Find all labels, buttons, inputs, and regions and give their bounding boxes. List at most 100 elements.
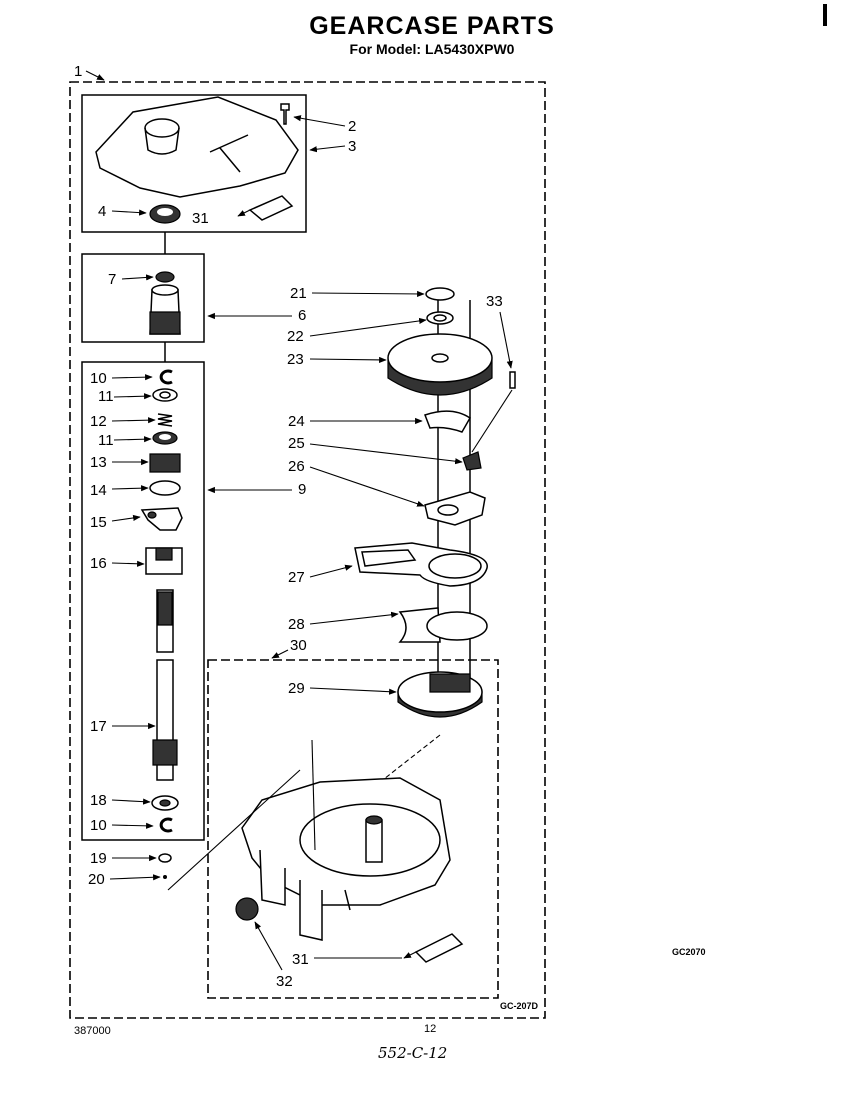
part-29-hub <box>429 673 471 693</box>
part-27-ring <box>428 553 482 579</box>
leader-15 <box>111 514 141 522</box>
housing-post <box>365 819 383 863</box>
callout-27: 27 <box>288 569 305 586</box>
figure-code-right: GC2070 <box>672 947 706 957</box>
leader-27 <box>309 564 353 578</box>
callout-10-top: 10 <box>90 370 107 387</box>
part-7 <box>155 271 175 283</box>
callout-2: 2 <box>348 118 356 135</box>
part-14-ring <box>149 480 181 496</box>
box-30 <box>207 659 499 999</box>
seal-4-hole <box>157 208 173 216</box>
page-number: 12 <box>424 1023 436 1035</box>
shaft-17-gear <box>152 739 178 766</box>
leader-4 <box>111 209 147 216</box>
callout-15: 15 <box>90 514 107 531</box>
callout-10-bottom: 10 <box>90 817 107 834</box>
callout-21: 21 <box>290 285 307 302</box>
part-25 <box>462 451 482 471</box>
callout-7: 7 <box>108 271 116 288</box>
callout-31-top: 31 <box>192 210 209 227</box>
part-19 <box>158 853 172 863</box>
part-23-gear <box>387 333 493 383</box>
callout-25: 25 <box>288 435 305 452</box>
link-25-33 <box>471 389 513 453</box>
callout-12: 12 <box>90 413 107 430</box>
leader-10-bottom <box>111 822 154 829</box>
page-title: GEARCASE PARTS <box>309 12 555 40</box>
callout-4: 4 <box>98 203 106 220</box>
part-11-bottom-hole <box>159 434 171 440</box>
grease-tube-bottom-tip <box>403 951 417 959</box>
part-15-hole <box>147 511 157 519</box>
leader-11-bottom <box>113 436 152 443</box>
leader-2 <box>293 115 346 127</box>
callout-18: 18 <box>90 792 107 809</box>
callout-24: 24 <box>288 413 305 430</box>
part-26 <box>424 491 486 526</box>
callout-28: 28 <box>288 616 305 633</box>
grease-tube-top-tip <box>237 209 251 217</box>
part-11-top-hole <box>159 391 171 399</box>
leader-10-top <box>111 374 153 381</box>
callout-33: 33 <box>486 293 503 310</box>
callout-16: 16 <box>90 555 107 572</box>
leader-16 <box>111 560 145 567</box>
callout-29: 29 <box>288 680 305 697</box>
figure-code-box: GC-207D <box>500 1001 539 1011</box>
callout-11-bottom: 11 <box>98 432 114 449</box>
part-10-top <box>159 369 173 385</box>
cover-hub <box>144 118 180 138</box>
connector-center <box>311 739 316 851</box>
leader-25 <box>309 443 463 465</box>
leader-32 <box>254 921 283 971</box>
leader-30 <box>271 649 289 659</box>
part-6-teeth <box>149 311 181 335</box>
leader-21 <box>311 290 425 298</box>
leader-1 <box>85 70 105 81</box>
model-line: For Model: LA5430XPW0 <box>350 41 515 57</box>
leader-14 <box>111 485 149 492</box>
leader-23 <box>309 356 387 363</box>
leader-22 <box>309 317 427 337</box>
handwritten-ref: 552-C-12 <box>378 1044 447 1062</box>
callout-19: 19 <box>90 850 107 867</box>
part-12-spring <box>157 413 173 427</box>
part-23-gear-hole <box>431 353 449 363</box>
callout-23: 23 <box>287 351 304 368</box>
part-6-top <box>151 284 179 296</box>
part-20 <box>163 875 167 879</box>
callout-32: 32 <box>276 973 293 990</box>
part-18-hole <box>159 799 171 807</box>
part-32-knob <box>235 897 259 921</box>
box-6 <box>81 253 205 343</box>
callout-26: 26 <box>288 458 305 475</box>
part-26-hole <box>437 504 459 516</box>
leader-12 <box>111 417 156 424</box>
part-22 <box>426 311 454 325</box>
leader-33 <box>499 311 513 369</box>
part-33-pin <box>509 371 516 389</box>
part-10-bottom <box>159 817 173 833</box>
part-22-hole <box>433 314 447 322</box>
screw-2 <box>280 103 290 125</box>
grease-tube-bottom <box>414 933 464 963</box>
callout-13: 13 <box>90 454 107 471</box>
connector-left <box>167 769 301 891</box>
callout-31-bottom: 31 <box>292 951 309 968</box>
callout-17: 17 <box>90 718 107 735</box>
cover-box <box>81 94 307 233</box>
assembly-outer-border <box>69 81 546 1019</box>
callout-3: 3 <box>348 138 356 155</box>
callout-20: 20 <box>88 871 105 888</box>
part-11-top <box>152 388 178 402</box>
leader-20 <box>109 874 161 881</box>
callout-22: 22 <box>287 328 304 345</box>
callout-9: 9 <box>298 481 306 498</box>
doc-number: 387000 <box>74 1025 111 1037</box>
callout-1: 1 <box>74 63 82 80</box>
callout-11-top: 11 <box>98 388 114 405</box>
leader-3 <box>309 145 346 153</box>
part-28 <box>398 607 441 643</box>
callout-6: 6 <box>298 307 306 324</box>
